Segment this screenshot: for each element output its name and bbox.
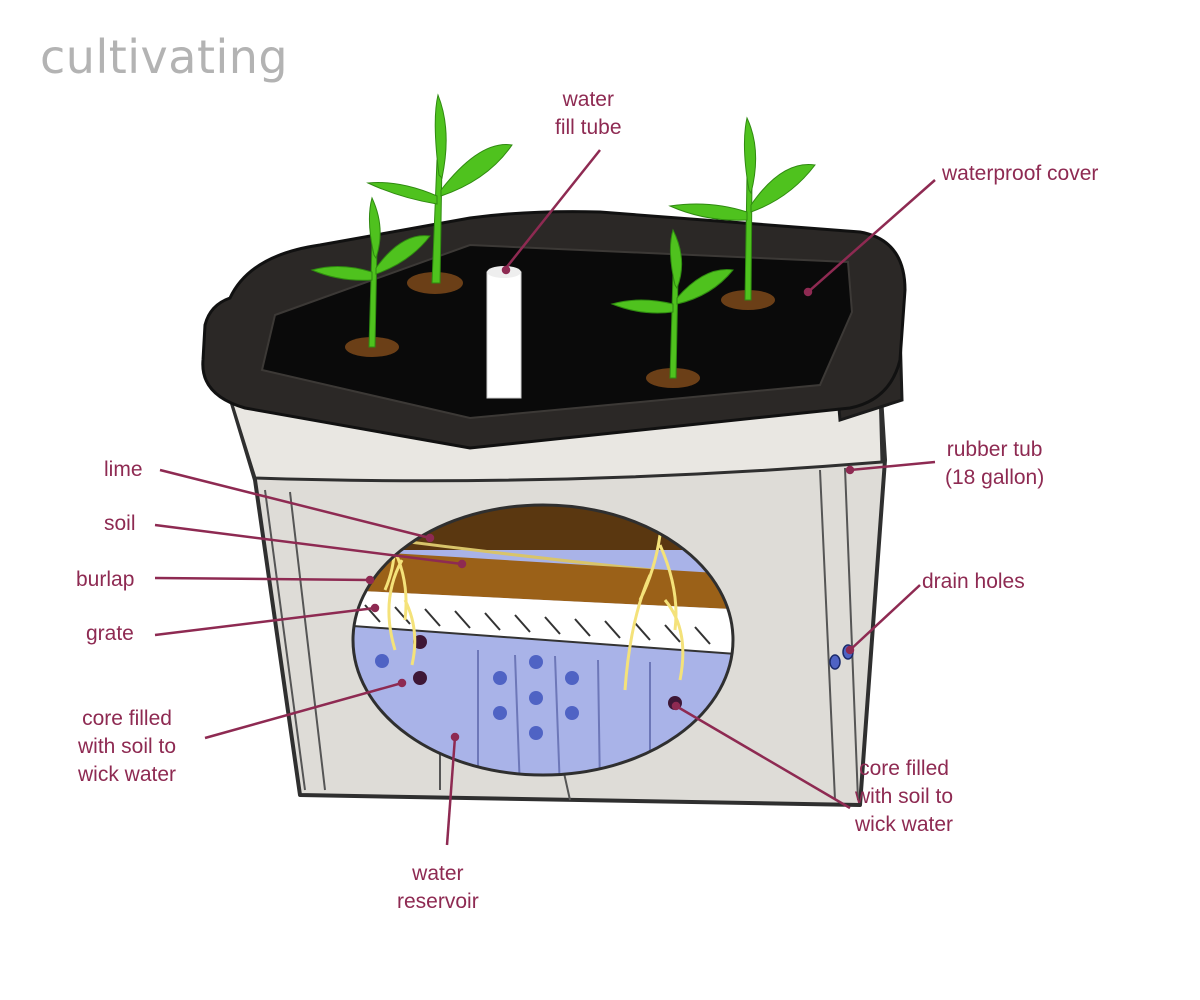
seedling [310,196,431,348]
tub-panel-lines [264,467,859,801]
grate-layer [353,590,733,655]
label-burlap: burlap [76,568,135,591]
label-water-reservoir: water reservoir [397,862,479,913]
seedling [668,116,816,301]
label-waterproof-cover: waterproof cover [942,162,1099,185]
leader-lines [154,149,936,846]
cutaway-outline [351,503,735,777]
wick-core-dividers [477,650,651,775]
grate-bars [353,604,733,656]
label-soil: soil [104,512,136,535]
brand-wordmark: cultivating [40,30,289,84]
label-core-left: core filled with soil to wick water [78,707,177,786]
label-grate: grate [86,622,134,645]
drain-hole [829,654,841,670]
label-lime: lime [104,458,143,481]
seedling [610,228,734,379]
roots [383,529,685,691]
seedling [366,93,513,284]
label-drain-holes: drain holes [922,570,1025,593]
label-rubber-tub: rubber tub (18 gallon) [945,438,1045,489]
fill-tube [486,271,522,399]
label-water-fill-tube: water fill tube [555,88,622,139]
label-core-right: core filled with soil to wick water [855,757,954,836]
